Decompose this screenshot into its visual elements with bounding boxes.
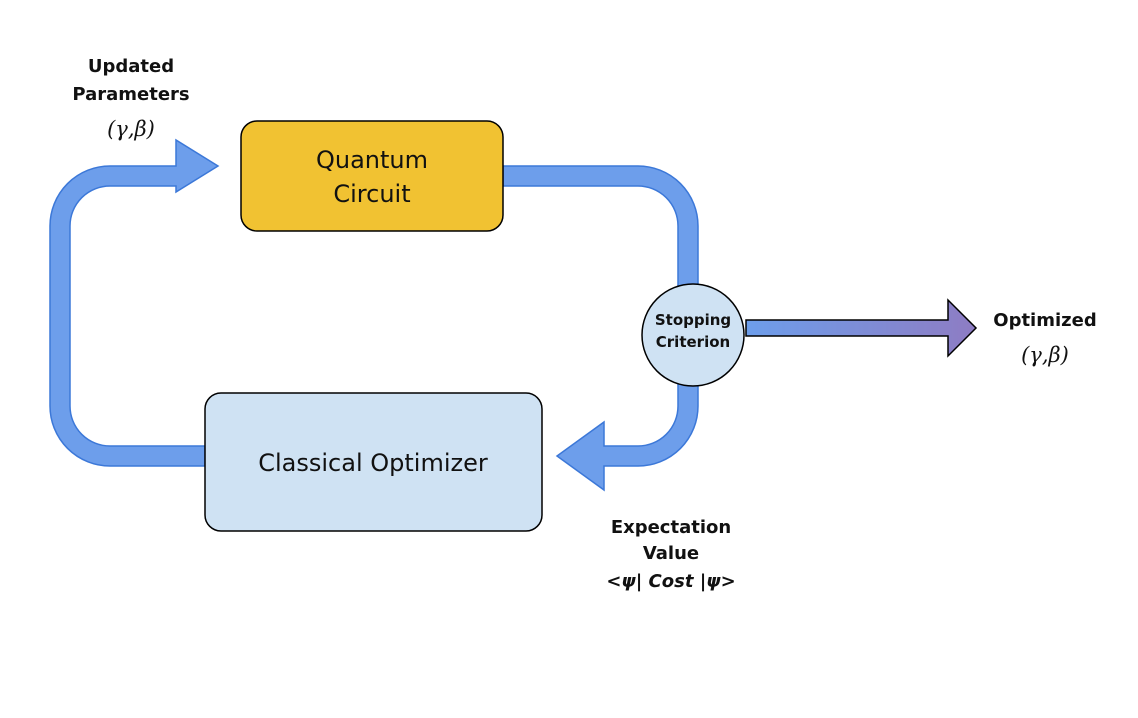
expectation-value-label-line2: Value [643, 543, 699, 564]
updated-parameters-label-line1: Updated [88, 56, 174, 77]
feedback-loop-arrow [49, 138, 220, 467]
stopping-criterion-node [641, 283, 745, 387]
stopping-criterion-label-line2: Criterion [656, 333, 730, 351]
quantum-circuit-box [240, 120, 504, 232]
updated-parameters-math: (γ,β) [107, 117, 155, 141]
classical-optimizer-label: Classical Optimizer [258, 449, 488, 477]
stopping-criterion-label-line1: Stopping [655, 311, 731, 329]
updated-parameters-label-line2: Parameters [72, 84, 189, 105]
optimized-math: (γ,β) [1021, 343, 1069, 367]
optimized-label: Optimized [993, 310, 1096, 331]
measurement-arrow [555, 381, 699, 492]
quantum-circuit-label-line1: Quantum [316, 146, 428, 174]
expectation-value-formula: <ψ| Cost |ψ> [606, 571, 735, 592]
output-arrow [745, 298, 978, 358]
expectation-value-label-line1: Expectation [611, 517, 731, 538]
quantum-circuit-label-line2: Circuit [333, 180, 410, 208]
classical-optimizer-box [204, 392, 543, 532]
circuit-to-criterion-band [502, 165, 699, 291]
